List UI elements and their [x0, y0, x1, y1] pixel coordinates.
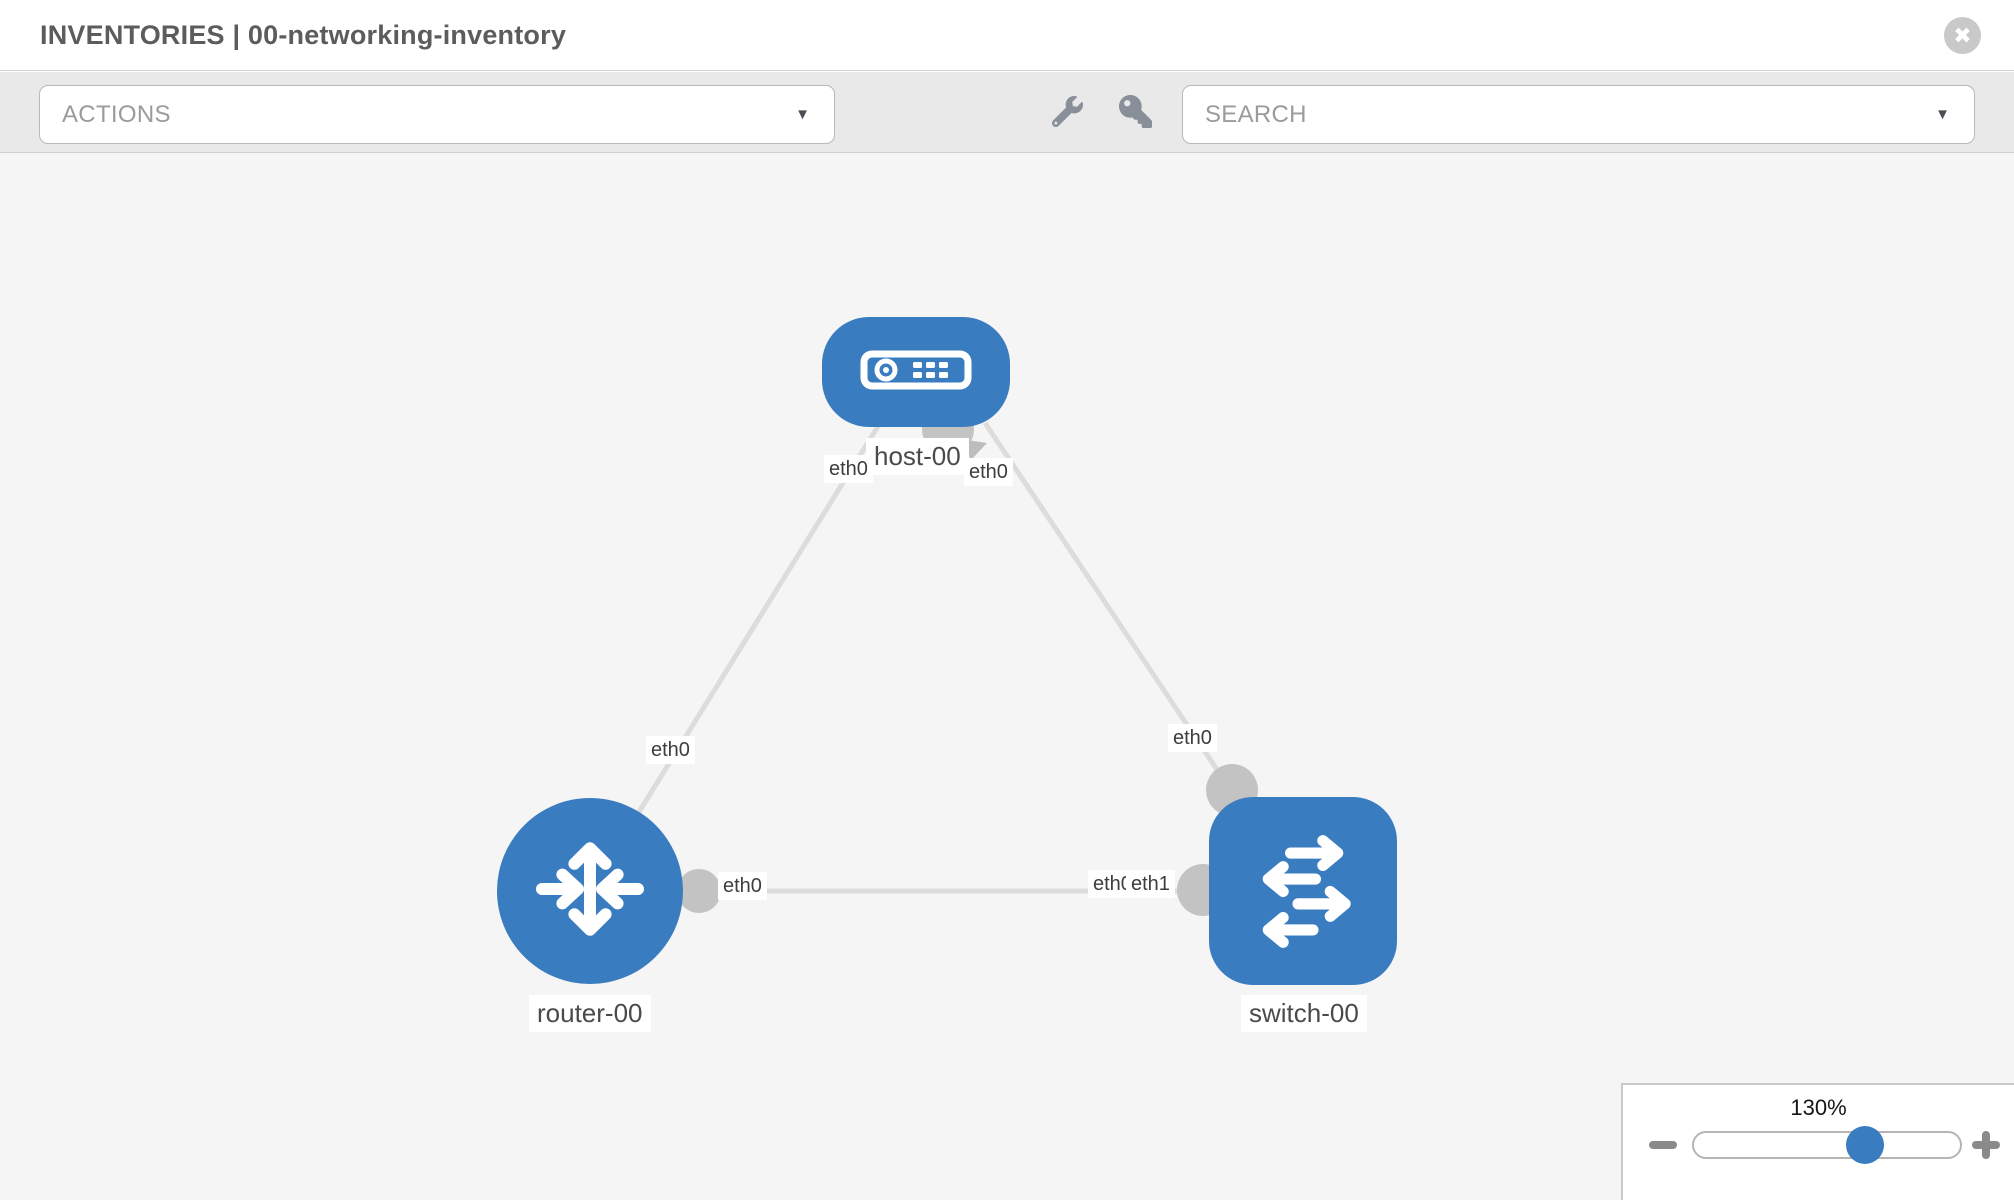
zoom-control-panel: 130%	[1621, 1083, 2014, 1200]
header-bar: INVENTORIES | 00-networking-inventory ✖	[0, 0, 2014, 71]
search-placeholder: SEARCH	[1205, 100, 1307, 128]
connector-router-right	[677, 869, 721, 913]
node-switch-00[interactable]	[1209, 797, 1397, 985]
node-label-switch: switch-00	[1241, 995, 1367, 1033]
configure-button[interactable]	[1045, 94, 1089, 134]
chevron-down-icon: ▼	[1935, 106, 1950, 123]
topology-canvas[interactable]: host-00 router-00 switch-00 eth0 eth0 et…	[0, 153, 2014, 1200]
interface-label: eth1	[1126, 870, 1175, 898]
node-label-router: router-00	[529, 995, 651, 1033]
host-icon	[855, 339, 977, 406]
chevron-down-icon: ▼	[795, 106, 810, 123]
page-title: INVENTORIES | 00-networking-inventory	[40, 20, 567, 50]
interface-label: eth0	[646, 736, 695, 764]
interface-label: eth0	[718, 872, 767, 900]
switch-icon	[1241, 827, 1365, 956]
zoom-slider-track[interactable]	[1692, 1131, 1962, 1159]
actions-dropdown[interactable]: ACTIONS ▼	[39, 85, 835, 144]
zoom-out-icon[interactable]	[1649, 1141, 1677, 1149]
toolbar: ACTIONS ▼ SEARCH ▼	[0, 72, 2014, 153]
topology-links-layer	[587, 403, 1258, 916]
interface-label: eth0	[1168, 724, 1217, 752]
node-label-host: host-00	[866, 438, 969, 476]
interface-label: eth0	[964, 458, 1013, 486]
node-router-00[interactable]	[497, 798, 683, 984]
key-icon	[1118, 95, 1152, 133]
close-icon: ✖	[1953, 22, 1972, 48]
zoom-level-text: 130%	[1790, 1095, 1847, 1120]
zoom-slider-thumb[interactable]	[1846, 1126, 1884, 1164]
wrench-icon	[1051, 96, 1083, 132]
search-dropdown[interactable]: SEARCH ▼	[1182, 85, 1975, 144]
close-button[interactable]: ✖	[1944, 17, 1981, 54]
router-icon	[530, 829, 650, 954]
actions-dropdown-label: ACTIONS	[62, 100, 171, 128]
zoom-in-icon[interactable]	[1972, 1131, 2000, 1159]
node-host-00[interactable]	[822, 317, 1010, 427]
credentials-button[interactable]	[1113, 94, 1157, 134]
interface-label: eth0	[824, 455, 873, 483]
